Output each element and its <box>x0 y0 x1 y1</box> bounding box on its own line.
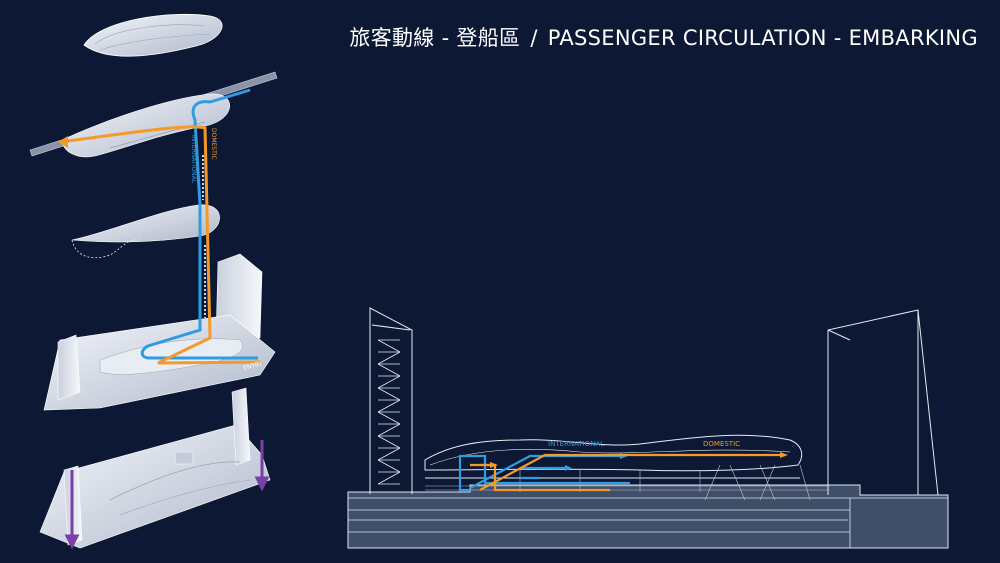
label-international-section: INTERNATIONAL <box>548 440 604 448</box>
exploded-axonometric: DOMESTIC INTERNATIONAL ENTRY <box>29 13 278 550</box>
title-chinese: 旅客動線 - 登船區 <box>349 26 521 50</box>
label-international-axo: INTERNATIONAL <box>190 135 197 184</box>
section-podium <box>347 484 949 549</box>
title-english: PASSENGER CIRCULATION - EMBARKING <box>547 26 978 50</box>
international-route-section <box>458 453 630 492</box>
ground-podium-layer <box>39 387 271 549</box>
dashed-vertical-connection <box>202 155 206 318</box>
section-right-tower <box>827 309 939 496</box>
building-section: INTERNATIONAL DOMESTIC <box>347 307 949 549</box>
domestic-route-section <box>470 452 788 492</box>
tower-stair <box>377 339 401 485</box>
label-domestic-section: DOMESTIC <box>703 440 740 448</box>
entry-level-layer <box>43 253 276 411</box>
upper-deck-layer <box>29 71 278 158</box>
roof-canopy-layer <box>83 13 223 57</box>
label-entry: ENTRY <box>243 360 264 372</box>
domestic-route-axo <box>58 125 263 365</box>
section-left-tower <box>369 307 413 494</box>
middle-deck-layer <box>71 204 220 259</box>
section-structure <box>425 464 830 501</box>
vertical-core-routes <box>64 440 270 550</box>
page-title: 旅客動線 - 登船區 / PASSENGER CIRCULATION - EMBAR… <box>349 22 978 52</box>
title-separator: / <box>530 26 538 50</box>
label-domestic-axo: DOMESTIC <box>210 128 217 160</box>
international-route-axo <box>140 88 258 360</box>
